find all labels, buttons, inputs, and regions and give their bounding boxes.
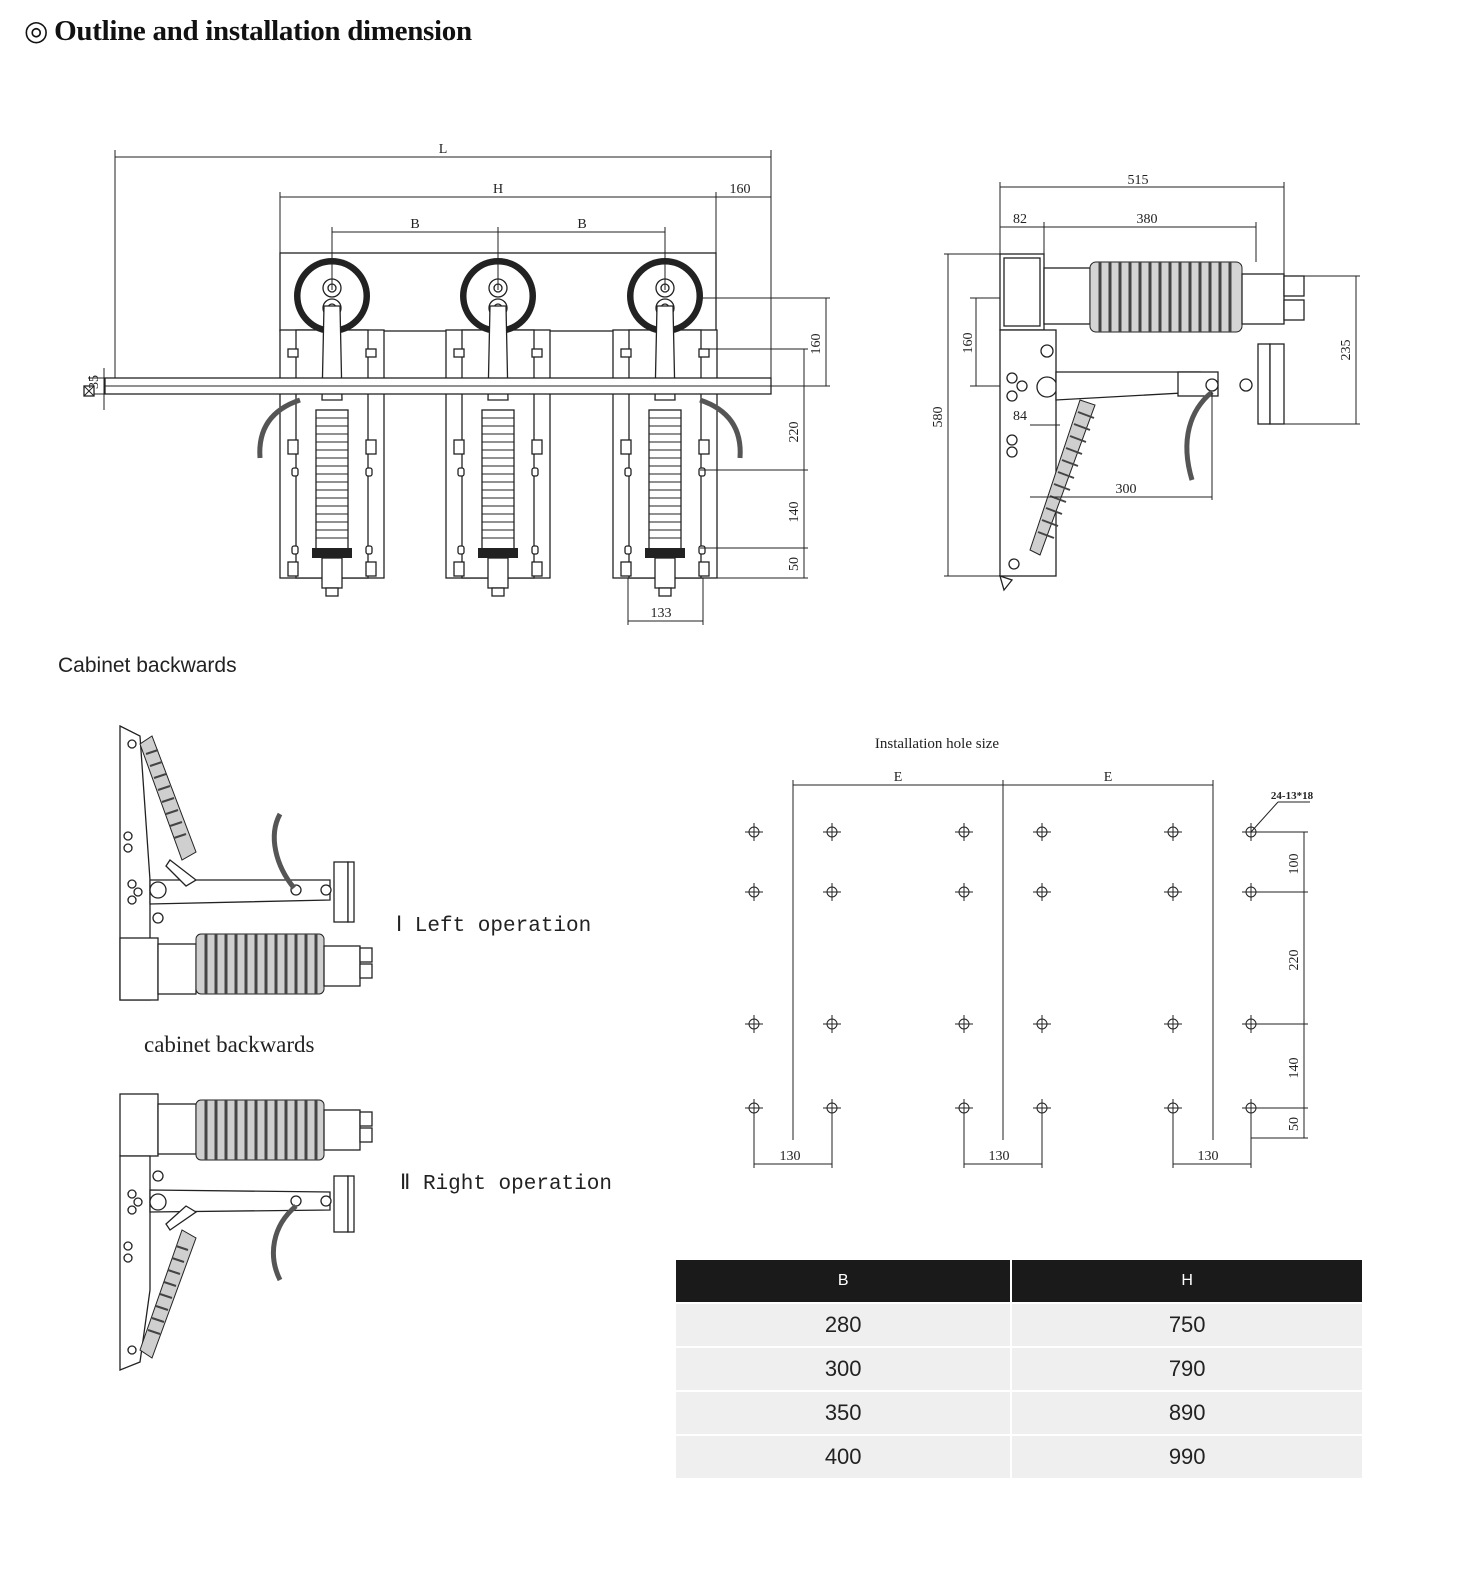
table-row: 400 990 xyxy=(676,1434,1362,1478)
left-operation-label: Ⅰ Left operation xyxy=(396,915,592,938)
mounting-hole xyxy=(1242,883,1260,901)
mounting-hole xyxy=(823,1015,841,1033)
dim-130-right: 130 xyxy=(1198,1149,1219,1164)
right-operation-label: Ⅱ Right operation xyxy=(400,1173,612,1196)
right-operation-view xyxy=(119,1093,373,1371)
mounting-hole xyxy=(745,883,763,901)
dim-235: 235 xyxy=(1339,340,1354,361)
dim-220-hole: 220 xyxy=(1287,950,1302,971)
mounting-hole xyxy=(955,883,973,901)
mounting-hole xyxy=(1033,883,1051,901)
dim-B-left: B xyxy=(410,217,419,232)
dim-50-hole: 50 xyxy=(1287,1117,1302,1131)
page-title: ◎ Outline and installation dimension xyxy=(24,14,472,48)
table-row: 350 890 xyxy=(676,1390,1362,1434)
mounting-hole xyxy=(1164,1015,1182,1033)
dim-300: 300 xyxy=(1116,482,1137,497)
dim-50: 50 xyxy=(787,557,802,571)
dim-84: 84 xyxy=(1013,409,1027,424)
dim-H: H xyxy=(493,182,503,197)
mounting-hole xyxy=(823,1099,841,1117)
page-title-text: Outline and installation dimension xyxy=(54,14,472,47)
dim-160-top: 160 xyxy=(730,182,751,197)
mounting-hole xyxy=(1164,1099,1182,1117)
side-view xyxy=(999,253,1305,592)
cell-H: 790 xyxy=(1010,1346,1362,1390)
header-H: H xyxy=(1010,1260,1362,1302)
table-header-row: B H xyxy=(676,1260,1362,1302)
mounting-hole xyxy=(955,1015,973,1033)
dim-E-right: E xyxy=(1104,770,1113,785)
cell-H: 890 xyxy=(1010,1390,1362,1434)
mounting-hole xyxy=(745,823,763,841)
dim-140-hole: 140 xyxy=(1287,1058,1302,1079)
mounting-hole xyxy=(1033,1015,1051,1033)
cell-H: 990 xyxy=(1010,1434,1362,1478)
mounting-hole xyxy=(1242,823,1260,841)
mounting-hole xyxy=(823,823,841,841)
cell-H: 750 xyxy=(1010,1302,1362,1346)
mounting-hole xyxy=(955,823,973,841)
dim-82: 82 xyxy=(1013,212,1027,227)
dim-133: 133 xyxy=(651,606,672,621)
cell-B: 350 xyxy=(676,1390,1011,1434)
dim-515: 515 xyxy=(1128,173,1149,188)
cell-B: 300 xyxy=(676,1346,1011,1390)
dim-35: 35 xyxy=(87,375,102,389)
dim-160-side: 160 xyxy=(961,333,976,354)
dim-130-middle: 130 xyxy=(989,1149,1010,1164)
dim-220: 220 xyxy=(787,422,802,443)
mounting-holes xyxy=(745,823,1260,1117)
dim-130-left: 130 xyxy=(780,1149,801,1164)
dim-100: 100 xyxy=(1287,854,1302,875)
hole-plan xyxy=(753,780,1310,1168)
cabinet-backwards-label: Cabinet backwards xyxy=(58,654,237,677)
mounting-hole xyxy=(1164,883,1182,901)
dim-B-right: B xyxy=(577,217,586,232)
dimension-table: B H 280 750 300 790 350 890 400 990 xyxy=(676,1260,1362,1478)
header-B: B xyxy=(676,1260,1011,1302)
mounting-hole xyxy=(1033,1099,1051,1117)
mounting-hole xyxy=(1242,1099,1260,1117)
mounting-hole xyxy=(745,1015,763,1033)
mounting-hole xyxy=(823,883,841,901)
table-row: 300 790 xyxy=(676,1346,1362,1390)
double-circle-icon: ◎ xyxy=(24,16,49,47)
cell-B: 280 xyxy=(676,1302,1011,1346)
hole-spec: 24-13*18 xyxy=(1271,790,1314,802)
dim-140: 140 xyxy=(787,502,802,523)
dim-L: L xyxy=(439,142,448,157)
left-operation-view xyxy=(119,724,373,1001)
cabinet-backwards-label-2: cabinet backwards xyxy=(144,1032,315,1057)
mounting-hole xyxy=(955,1099,973,1117)
table-row: 280 750 xyxy=(676,1302,1362,1346)
dim-E-left: E xyxy=(894,770,903,785)
dim-380: 380 xyxy=(1137,212,1158,227)
dim-580: 580 xyxy=(931,407,946,428)
mounting-hole xyxy=(745,1099,763,1117)
mounting-hole xyxy=(1033,823,1051,841)
dim-160-right: 160 xyxy=(809,334,824,355)
mounting-hole xyxy=(1164,823,1182,841)
cell-B: 400 xyxy=(676,1434,1011,1478)
mounting-hole xyxy=(1242,1015,1260,1033)
hole-plan-title: Installation hole size xyxy=(875,736,999,752)
